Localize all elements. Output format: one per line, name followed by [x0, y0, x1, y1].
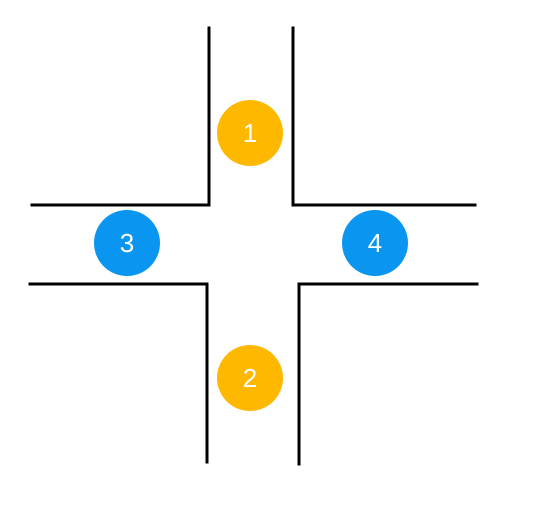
marker-2: 2	[217, 345, 283, 411]
marker-2-circle	[217, 345, 283, 411]
marker-4-label: 4	[368, 228, 382, 258]
road-edge-top-left	[30, 26, 211, 207]
marker-3: 3	[94, 210, 160, 276]
marker-1-label: 1	[243, 118, 257, 148]
marker-4: 4	[342, 210, 408, 276]
marker-1-circle	[217, 100, 283, 166]
road-edge-bottom-right	[297, 282, 479, 466]
road-edge-bottom-left	[28, 282, 209, 464]
marker-4-circle	[342, 210, 408, 276]
marker-3-circle	[94, 210, 160, 276]
marker-1: 1	[217, 100, 283, 166]
marker-2-label: 2	[243, 363, 257, 393]
marker-3-label: 3	[120, 228, 134, 258]
road-edge-top-right	[291, 26, 477, 207]
